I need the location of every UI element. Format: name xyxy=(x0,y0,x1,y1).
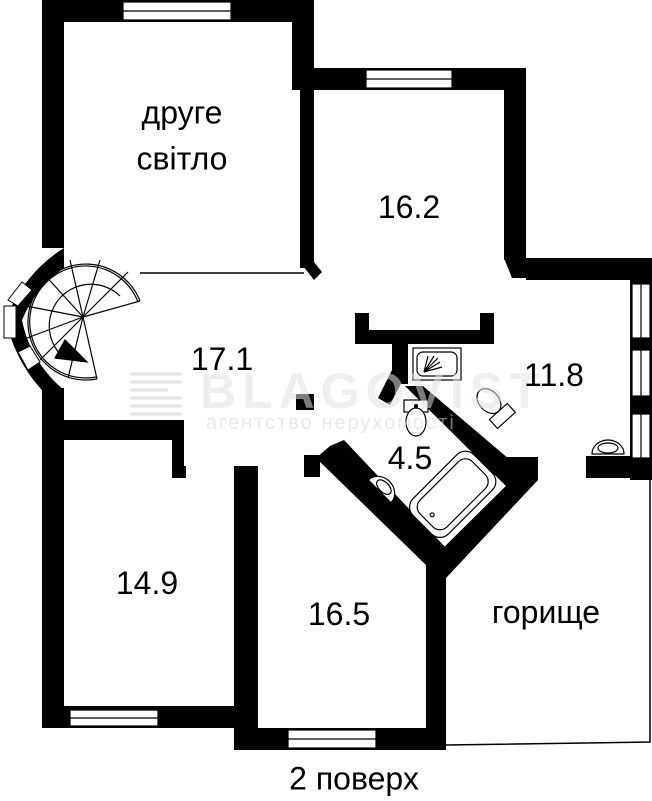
windows xyxy=(69,1,651,749)
room-label-14-9: 14.9 xyxy=(115,565,179,601)
room-label-4-5: 4.5 xyxy=(387,440,433,476)
room-label-16-5: 16.5 xyxy=(307,596,371,632)
room-label-11-8: 11.8 xyxy=(524,357,584,393)
toilet-icon xyxy=(476,388,517,430)
room-label-line: друге xyxy=(141,94,223,131)
floor-caption: 2 поверх xyxy=(289,760,419,797)
watermark-brand: BLAGOVIST xyxy=(200,363,546,419)
watermark-logo-icon xyxy=(130,372,182,416)
stair-tower-wall xyxy=(3,248,64,410)
attic-outline xyxy=(445,480,651,746)
room-label-second-light: друге світло xyxy=(137,90,228,183)
shower-tray-icon xyxy=(412,347,462,381)
sink-icon xyxy=(367,475,396,504)
bathtub-icon xyxy=(408,450,497,539)
room-label-line: світло xyxy=(136,141,228,177)
toilet-icon xyxy=(403,399,429,437)
room-label-16-2: 16.2 xyxy=(377,189,441,225)
sink-icon xyxy=(591,439,625,455)
room-label-attic: горище xyxy=(491,594,601,630)
watermark-tagline: агентство нерухомості xyxy=(206,412,456,434)
spiral-staircase-icon xyxy=(25,259,141,381)
room-label-17-1: 17.1 xyxy=(190,341,254,377)
